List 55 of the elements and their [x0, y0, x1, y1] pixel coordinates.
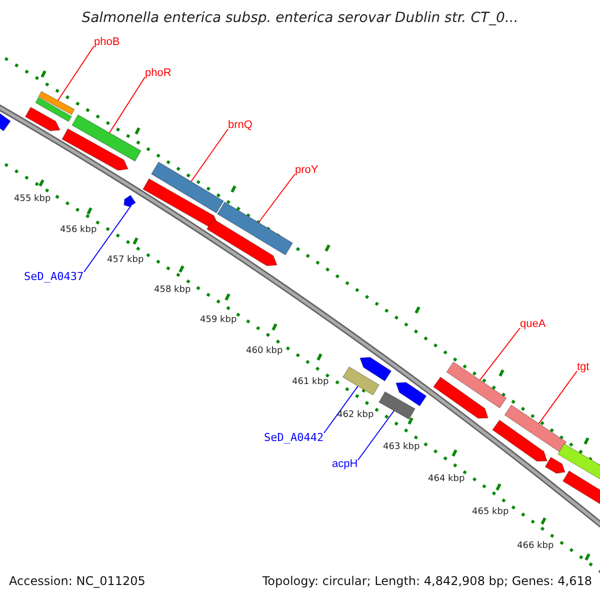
gene-feature — [378, 391, 416, 420]
leader-line — [190, 128, 228, 182]
leader-line — [324, 386, 358, 434]
gene-feature — [342, 366, 380, 396]
gene-feature — [206, 218, 278, 266]
tick-label: 465 kbp — [472, 507, 509, 517]
tick-label: 462 kbp — [337, 410, 374, 420]
tick-label: 466 kbp — [517, 541, 554, 551]
gene-label: proY — [295, 164, 318, 176]
leader-line — [258, 174, 296, 223]
leader-line — [479, 328, 520, 381]
gene-feature — [216, 201, 294, 256]
gene-label: tgt — [577, 361, 590, 373]
gene-feature — [0, 112, 12, 132]
gene-feature — [124, 194, 136, 208]
gene-label: acpH — [332, 458, 358, 470]
tick-label: 456 kbp — [60, 225, 97, 235]
tick-label: 457 kbp — [107, 255, 144, 265]
gene-feature — [359, 356, 392, 382]
gene-label: brnQ — [228, 119, 252, 131]
leader-line — [358, 410, 395, 460]
gene-feature — [432, 376, 489, 419]
leader-line — [538, 370, 578, 424]
gene-label: SeD_A0442 — [264, 431, 324, 444]
tick-label: 459 kbp — [200, 315, 237, 325]
tick-label: 461 kbp — [292, 377, 329, 387]
map-title: Salmonella enterica subsp. enterica serovar Dublin str. CT_0... — [80, 10, 520, 26]
leader-line — [84, 205, 132, 272]
gene-feature — [504, 404, 567, 453]
tick-label: 464 kbp — [428, 474, 465, 484]
gene-feature — [62, 128, 129, 171]
gene-label: SeD_A0437 — [24, 270, 84, 283]
tick-label: 458 kbp — [154, 285, 191, 295]
genome-info-text: Topology: circular; Length: 4,842,908 bp; Genes: 4,618 — [262, 574, 592, 588]
tick-label: 463 kbp — [383, 442, 420, 452]
accession-text: Accession: NC_011205 — [9, 574, 146, 588]
gene-feature — [395, 382, 427, 407]
gene-feature — [557, 443, 600, 481]
tick-label: 460 kbp — [246, 346, 283, 356]
leader-line — [57, 46, 94, 101]
gene-feature — [71, 114, 142, 162]
gene-feature — [142, 178, 219, 227]
gene-feature — [38, 90, 75, 116]
gene-feature — [150, 161, 224, 214]
gene-feature — [544, 456, 566, 474]
gene-feature — [446, 361, 507, 409]
leader-line — [108, 76, 146, 134]
gene-label: phoB — [94, 36, 120, 48]
gene-feature — [34, 96, 72, 122]
gene-label: queA — [520, 318, 546, 330]
gene-label: phoR — [145, 67, 172, 79]
gene-feature — [492, 420, 548, 462]
gene-feature — [24, 106, 61, 132]
tick-label: 455 kbp — [14, 194, 51, 204]
gene-feature — [562, 470, 600, 506]
